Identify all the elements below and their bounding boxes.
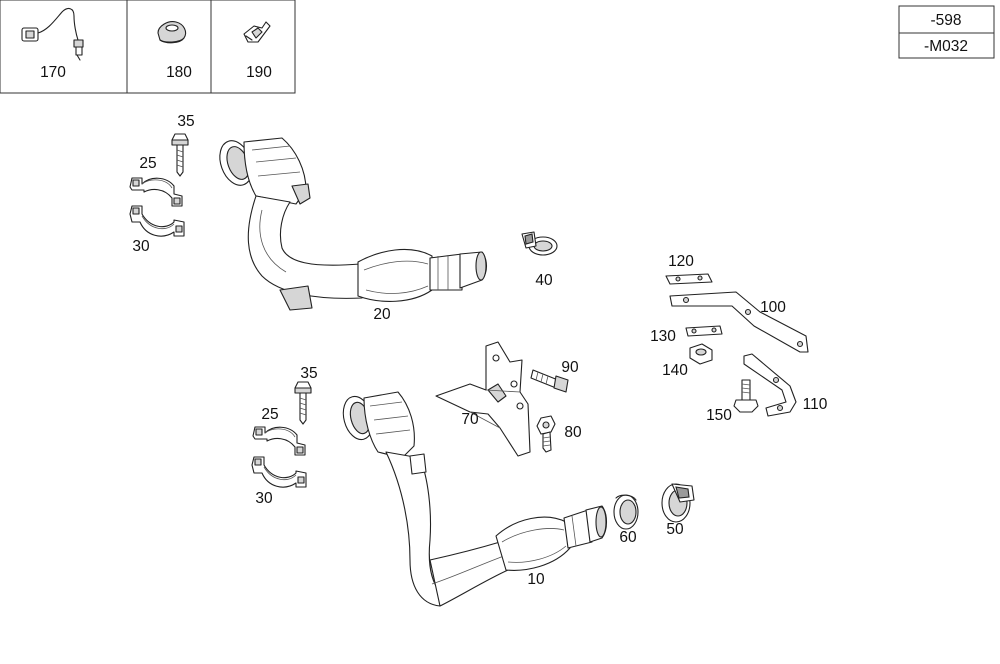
accessory-parts-table: 170 180 190	[0, 0, 296, 94]
part-25-clamp-upper[interactable]	[129, 177, 183, 207]
callout-35-lower: 35	[300, 365, 317, 382]
part-20-catalytic-pipe-upper[interactable]	[214, 136, 488, 311]
part-100-support-bracket[interactable]	[669, 291, 809, 353]
model-code-m032: -M032	[924, 38, 968, 55]
callout-100: 100	[760, 299, 786, 316]
callout-120: 120	[668, 253, 694, 270]
callout-110: 110	[803, 396, 828, 413]
part-110-strap-bracket[interactable]	[743, 353, 797, 417]
part-60-sleeve[interactable]	[613, 494, 639, 530]
part-50-band-clamp-lower[interactable]	[661, 483, 695, 523]
part-170-oxygen-sensor-icon[interactable]	[21, 7, 84, 61]
callout-10: 10	[527, 571, 545, 588]
part-25-clamp-lower[interactable]	[252, 426, 306, 456]
part-70-mounting-bracket[interactable]	[435, 341, 531, 457]
callout-180: 180	[166, 64, 192, 81]
callout-25-upper: 25	[139, 155, 156, 172]
part-130-spacer-plate[interactable]	[685, 325, 723, 337]
callout-130: 130	[650, 328, 676, 345]
model-code-boxes: -598 -M032	[898, 5, 995, 59]
callout-25-lower: 25	[261, 406, 278, 423]
part-80-bolt[interactable]	[536, 415, 556, 453]
callout-60: 60	[619, 529, 637, 546]
part-30-clamp-lower[interactable]	[251, 456, 307, 488]
part-120-bracket-plate[interactable]	[665, 273, 713, 285]
part-150-bolt[interactable]	[733, 379, 759, 413]
part-140-nut[interactable]	[689, 343, 713, 365]
part-35-bolt-lower[interactable]	[294, 381, 312, 425]
callout-150: 150	[706, 407, 732, 424]
callout-35-upper: 35	[177, 113, 194, 130]
part-190-clip-icon[interactable]	[243, 21, 271, 43]
callout-80: 80	[564, 424, 582, 441]
model-box-top	[898, 5, 995, 34]
part-180-grommet-icon[interactable]	[157, 21, 187, 44]
part-10-catalytic-pipe-lower[interactable]	[339, 391, 608, 607]
callout-20: 20	[373, 306, 391, 323]
callout-190: 190	[246, 64, 272, 81]
callout-50: 50	[666, 521, 684, 538]
callout-140: 140	[662, 362, 688, 379]
callout-30-upper: 30	[132, 238, 150, 255]
part-40-band-clamp-upper[interactable]	[521, 231, 558, 256]
callout-70: 70	[461, 411, 479, 428]
part-90-bolt[interactable]	[530, 369, 569, 393]
accessory-table-frame	[0, 0, 296, 94]
callout-90: 90	[561, 359, 579, 376]
part-30-clamp-upper[interactable]	[129, 205, 185, 237]
callout-30-lower: 30	[255, 490, 273, 507]
model-box-bottom	[898, 32, 995, 59]
model-code-598: -598	[930, 12, 961, 29]
callout-40: 40	[535, 272, 553, 289]
callout-170: 170	[40, 64, 66, 81]
part-35-bolt-upper[interactable]	[171, 133, 189, 177]
